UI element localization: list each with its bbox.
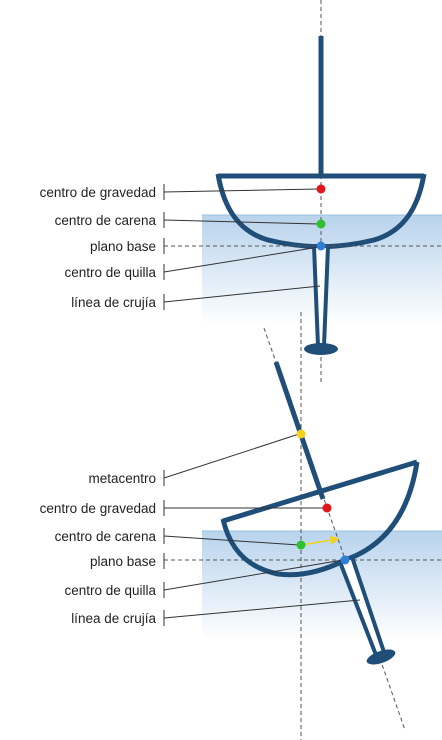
keel-bulb-upright [304,343,338,355]
keel-point-upright [316,241,326,251]
label-buoyancy-heeled: centro de carena [55,529,157,544]
buoyancy-point-heeled [296,540,306,550]
label-keel-heeled: centro de quilla [64,583,156,598]
label-baseline-heeled: plano base [90,554,156,569]
keel-point-heeled [340,555,350,565]
leader-lines-heeled [163,433,361,626]
leader-lines-upright [163,184,321,310]
label-gravity-upright: centro de gravedad [40,185,156,200]
label-buoyancy-upright: centro de carena [55,213,157,228]
label-metacenter-heeled: metacentro [88,471,156,486]
heeled-boat-figure: metacentro centro de gravedad centro de … [40,312,442,740]
metacenter-point [296,429,306,439]
water-area-heeled [202,531,442,641]
upright-boat-figure: centro de gravedad centro de carena plan… [40,0,442,385]
gravity-point-upright [316,184,326,194]
deck-heeled [222,459,418,524]
hull-heeled [220,461,420,578]
buoyancy-point-upright [316,219,326,229]
gravity-point-heeled [322,503,332,513]
label-centerline-upright: línea de crujía [71,295,156,310]
label-gravity-heeled: centro de gravedad [40,501,156,516]
label-keel-upright: centro de quilla [64,265,156,280]
keel-bulb-heeled [366,649,396,665]
label-baseline-upright: plano base [90,239,156,254]
righting-arm-arrow [300,535,340,546]
label-centerline-heeled: línea de crujía [71,611,156,626]
keel-fin-upright [311,244,331,348]
